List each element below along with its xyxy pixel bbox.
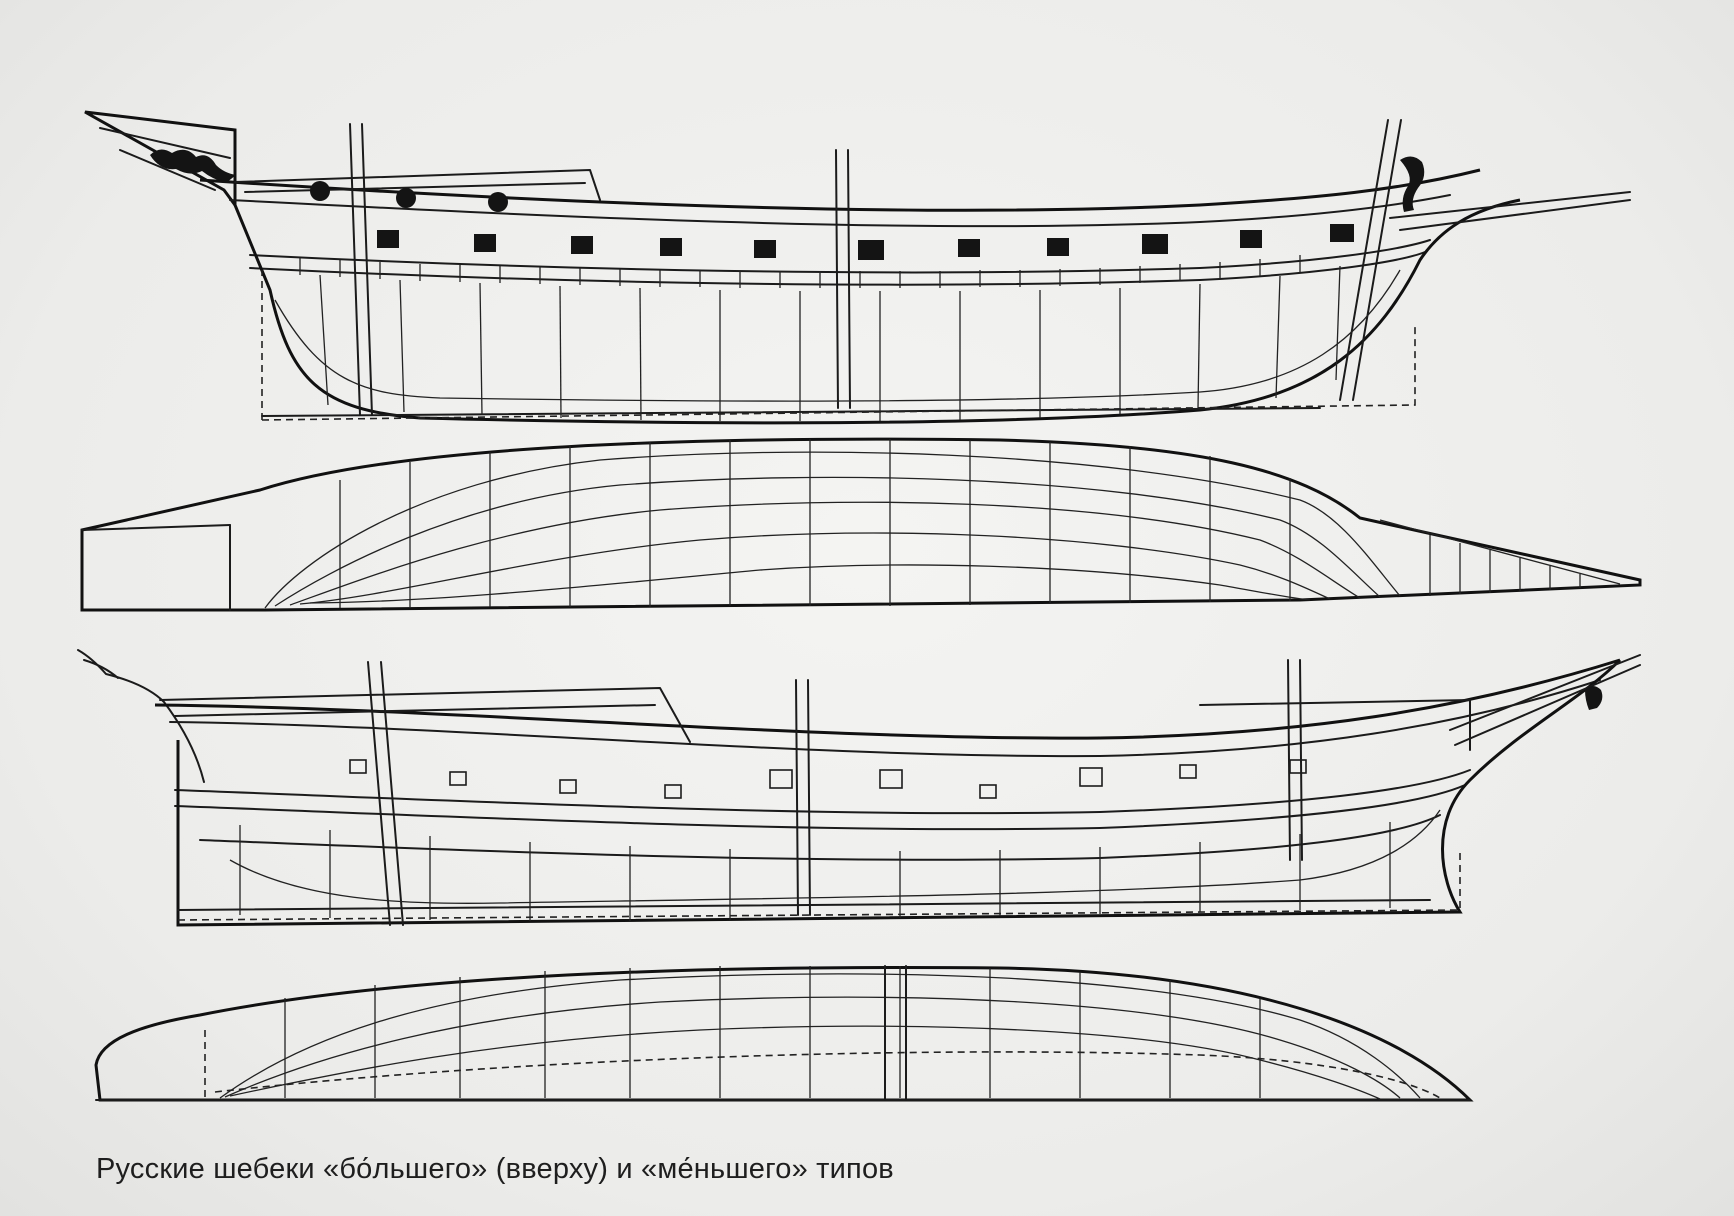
small-xebec-profile: [77, 649, 1641, 927]
figure-caption: Русские шебеки «бо́льшего» (вверху) и «м…: [96, 1153, 894, 1185]
large-xebec-profile: [84, 110, 1631, 425]
small-xebec-half-breadth: [94, 965, 1474, 1102]
large-xebec-half-breadth: [80, 437, 1642, 612]
